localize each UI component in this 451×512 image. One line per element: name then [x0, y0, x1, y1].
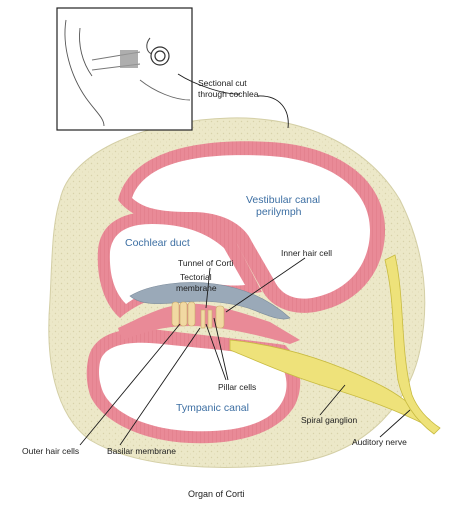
tunnel-of-corti-label: Tunnel of Corti — [178, 258, 234, 268]
sectional-cut-label-1: Sectional cut — [198, 78, 247, 88]
cochlear-duct-label: Cochlear duct — [125, 237, 190, 249]
perilymph-label: perilymph — [256, 206, 302, 218]
inner-hair-cell-label: Inner hair cell — [281, 248, 332, 258]
pillar-cells-label: Pillar cells — [218, 382, 256, 392]
basilar-membrane-leader — [119, 327, 201, 446]
inner-hair-cell-leader — [225, 257, 306, 313]
tunnel-of-corti-leader — [205, 267, 211, 309]
sectional-cut-leader — [177, 73, 289, 129]
spiral-ganglion-leader — [319, 384, 346, 416]
tectorial-membrane-label-1: Tectorial — [180, 272, 212, 282]
ear-cross-section-inset — [56, 7, 193, 131]
tympanic-canal-label: Tympanic canal — [176, 402, 249, 414]
basilar-membrane-label: Basilar membrane — [107, 446, 176, 456]
auditory-nerve-shape — [384, 254, 441, 435]
outer-hair-cell-group — [171, 301, 196, 327]
pillar-cell-group — [200, 309, 213, 329]
outer-hair-cells-label: Outer hair cells — [22, 446, 79, 456]
sectional-cut-label-2: through cochlea — [198, 89, 259, 99]
inner-hair-cell-shape — [215, 305, 225, 329]
cochlear-duct-lumen — [109, 224, 245, 304]
outer-hair-cells-leader — [79, 323, 181, 446]
auditory-nerve-leader — [379, 409, 411, 438]
vestibular-canal-label: Vestibular canal — [246, 194, 320, 206]
spiral-ganglion-label: Spiral ganglion — [301, 415, 358, 425]
auditory-nerve-label: Auditory nerve — [352, 437, 407, 447]
vestibular-canal-lumen — [132, 155, 370, 299]
figure-caption: Organ of Corti — [188, 489, 245, 499]
pillar-cells-leader-a — [205, 323, 227, 381]
tectorial-membrane-label-2: membrane — [176, 283, 217, 293]
pillar-cells-leader-b — [213, 317, 229, 381]
